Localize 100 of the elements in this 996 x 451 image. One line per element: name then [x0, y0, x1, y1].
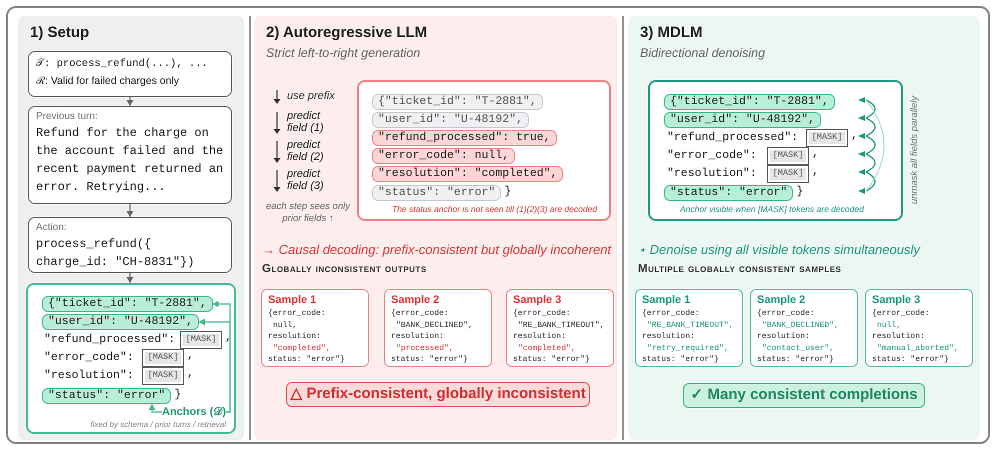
mask-token: [MASK] [767, 147, 809, 165]
verdict-banner: △ Prefix-consistent, globally inconsistent [286, 382, 590, 407]
code-line: status: "error"} [642, 354, 720, 366]
json-card [26, 283, 236, 434]
message-text: Refund for the charge on the account failed and the recent payment returned an error. Retrying... [36, 125, 224, 196]
code-line: "processed", [395, 342, 455, 354]
panel-subtitle: Strict left-to-right generation [266, 46, 420, 60]
anchor-field-pill: "status": "error" [42, 388, 172, 404]
box-note: Anchor visible when [MASK] tokens are decoded [680, 204, 864, 214]
text-card [28, 106, 232, 204]
json-field-pill: "user_id": "U-48192", [372, 112, 529, 128]
sample-card [384, 289, 492, 367]
predicted-field-pill: "refund_processed": true, [372, 130, 557, 146]
anchor-field-pill: {"ticket_id": "T-2881", [664, 94, 835, 110]
sample-title: Sample 1 [268, 293, 318, 308]
panel-card [254, 16, 617, 440]
sample-card [750, 289, 858, 367]
text-card [28, 51, 232, 97]
json-field-pill: "status": "error" [372, 185, 502, 201]
code-line: {error_code: [391, 308, 450, 320]
punctuation-text: } [796, 185, 804, 198]
code-line: "RE_BANK_TIMEOUT", [517, 320, 606, 331]
text-card [28, 217, 232, 273]
json-key-text: "resolution": [667, 166, 757, 181]
sample-card [865, 289, 973, 367]
json-key-text: "error_code": [44, 350, 134, 365]
json-key-text: "resolution": [44, 368, 134, 383]
anchor-field-pill: "user_id": "U-48192", [664, 112, 821, 128]
code-line: "retry_required", [646, 342, 730, 354]
code-line: resolution: [513, 331, 567, 342]
code-line: {error_code: [642, 308, 701, 320]
step-label: predict field (2) [287, 139, 325, 163]
predicted-field-pill: "resolution": "completed", [372, 166, 564, 182]
vertical-note: unmask all fields parallely [909, 94, 921, 206]
json-card [648, 80, 903, 221]
code-line: resolution: [872, 331, 926, 342]
rule-text: ℛ: Valid for failed charges only [36, 74, 180, 89]
section-heading: Globally inconsistent outputs [262, 263, 428, 275]
code-line: {error_code: [513, 308, 572, 320]
sample-title: Sample 2 [757, 293, 806, 308]
anchor-field-pill: "user_id": "U-48192", [42, 314, 199, 330]
punctuation-text: } [174, 388, 182, 401]
json-key-text: "refund_processed": [667, 130, 798, 145]
mask-token: [MASK] [142, 349, 184, 367]
box-heading: Previous turn: [36, 110, 99, 124]
code-line: status: "error"} [757, 354, 835, 366]
sample-title: Sample 1 [642, 293, 692, 308]
mask-token: [MASK] [142, 367, 184, 385]
panel-subtitle: Bidirectional denoising [640, 46, 766, 60]
code-line: resolution: [757, 331, 811, 342]
code-line: status: "error"} [268, 354, 346, 366]
arrow [126, 273, 134, 283]
punctuation-text: , [851, 129, 858, 142]
code-line: {error_code: [268, 308, 327, 320]
sample-card [261, 289, 369, 367]
json-card [357, 80, 611, 221]
step-label: predict field (1) [287, 110, 325, 134]
note-text: each step sees only prior fields ↑ [265, 201, 352, 225]
code-line: {error_code: [757, 308, 816, 320]
panel-title: 2) Autoregressive LLM [266, 24, 428, 41]
code-line: status: "error"} [872, 354, 950, 366]
panel-card [18, 16, 244, 440]
sample-title: Sample 3 [513, 293, 562, 308]
sample-title: Sample 2 [391, 293, 440, 308]
punctuation-text: , [187, 349, 194, 362]
tool-spec-text: 𝒯: process_refund(...), ... [36, 57, 209, 72]
finding-text: → Causal decoding: prefix-consistent but globally incoherent [262, 244, 612, 256]
code-line: null, [876, 320, 902, 331]
box-note: The status anchor is not seen till (1)(2)(3) are decoded [392, 204, 598, 214]
code-line: resolution: [391, 331, 445, 342]
anchors-label: Anchors (𝒟) [162, 406, 226, 418]
mask-token: [MASK] [180, 331, 222, 349]
code-line: resolution: [268, 331, 322, 342]
punctuation-text: , [812, 147, 819, 160]
step-label: use prefix [287, 90, 336, 102]
mask-token: [MASK] [767, 165, 809, 183]
code-line: "manual_aborted", [876, 342, 960, 354]
sample-card [506, 289, 614, 367]
verdict-banner: ✓ Many consistent completions [683, 383, 925, 408]
sample-title: Sample 3 [872, 293, 922, 308]
panel-title: 1) Setup [30, 24, 90, 41]
json-field-pill: {"ticket_id": "T-2881", [372, 94, 543, 110]
code-line: "RE_BANK_TIMEOUT", [646, 320, 734, 331]
code-line: status: "error"} [513, 354, 591, 366]
code-line: "completed", [272, 342, 332, 354]
code-line: "BANK_DECLINED", [395, 320, 474, 331]
punctuation-text: , [187, 367, 194, 380]
panel-title: 3) MDLM [640, 24, 702, 41]
anchor-field-pill: "status": "error" [664, 185, 794, 201]
anchor-field-pill: {"ticket_id": "T-2881", [42, 296, 213, 312]
anchor-caption: fixed by schema / prior turns / retrieval [89, 420, 226, 429]
code-line: "completed", [517, 342, 577, 354]
box-heading: Action: [36, 221, 68, 235]
arrow [126, 97, 134, 106]
code-line: "contact_user", [761, 342, 836, 354]
json-key-text: "error_code": [667, 148, 757, 163]
code-line: resolution: [642, 331, 696, 342]
step-label: predict field (3) [287, 168, 325, 192]
punctuation-text: } [504, 185, 512, 198]
code-line: status: "error"} [391, 354, 469, 366]
